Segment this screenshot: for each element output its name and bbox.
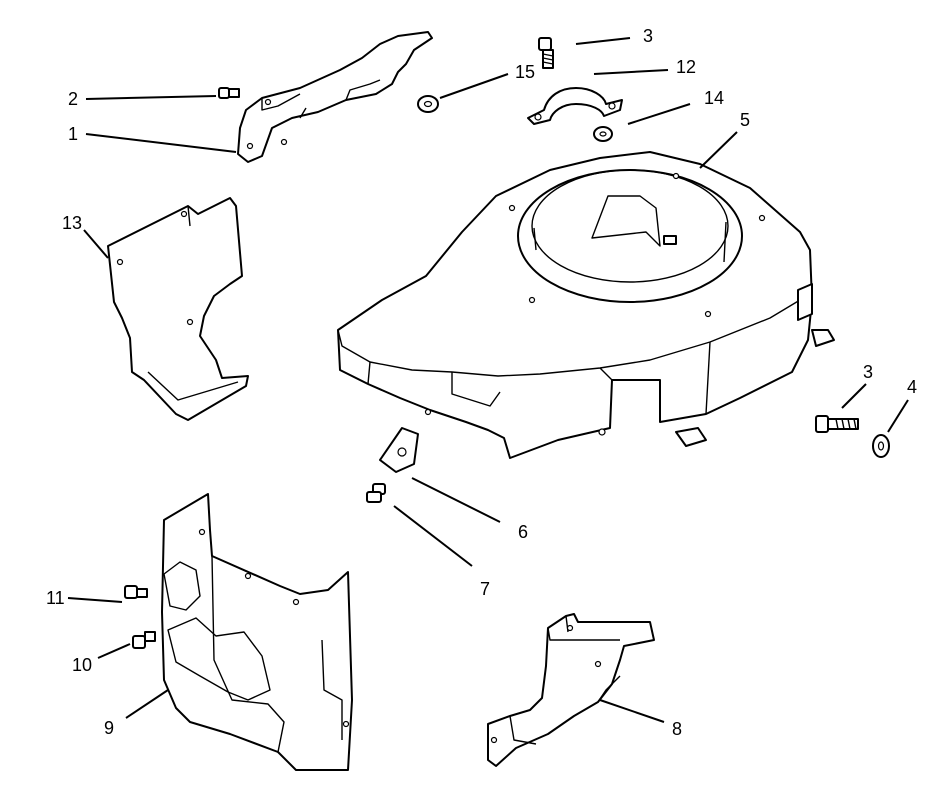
callout-3-right: 3 [863, 362, 873, 382]
leader-5 [699, 131, 738, 169]
callout-11: 11 [46, 588, 65, 608]
leader-6 [411, 477, 501, 523]
part-12-clamp [527, 87, 623, 125]
leader-3-top [575, 37, 631, 45]
leader-3-right [841, 383, 867, 409]
callout-9: 9 [104, 718, 114, 738]
callout-1: 1 [68, 124, 78, 144]
part-13-shroud-panel [107, 197, 249, 421]
part-10-screw [132, 631, 156, 649]
leader-15 [439, 73, 509, 99]
leader-14 [627, 103, 691, 125]
part-15-washer [417, 95, 439, 113]
part-9-lower-shroud [161, 493, 353, 771]
callout-6: 6 [518, 522, 528, 542]
part-3-top-bolt [538, 37, 554, 69]
part-2-screw [218, 87, 240, 99]
part-1-bracket [237, 31, 433, 163]
part-6-clip-nut [379, 427, 419, 473]
part-11-screw [124, 585, 148, 599]
callout-3-top: 3 [643, 26, 653, 46]
callout-15: 15 [515, 62, 535, 82]
leader-7 [393, 505, 473, 567]
leader-4 [887, 399, 909, 433]
callout-8: 8 [672, 719, 682, 739]
callout-14: 14 [704, 88, 724, 108]
leader-1 [85, 133, 237, 153]
part-5-blower-housing [337, 151, 835, 459]
part-14-washer [593, 126, 613, 142]
leader-9 [125, 689, 169, 719]
leader-11 [67, 597, 123, 603]
leader-2 [85, 95, 217, 100]
callout-labels: 1 2 3 15 12 14 5 13 3 4 6 7 11 10 9 8 [46, 26, 917, 739]
leader-lines [67, 37, 909, 723]
leader-12 [593, 69, 669, 75]
leader-8 [599, 699, 665, 723]
part-8-bracket [487, 613, 655, 767]
leader-10 [97, 643, 131, 659]
callout-12: 12 [676, 57, 696, 77]
callout-5: 5 [740, 110, 750, 130]
callout-7: 7 [480, 579, 490, 599]
callout-13: 13 [62, 213, 82, 233]
part-7-screw [366, 483, 386, 503]
part-4-washer [872, 434, 890, 458]
callout-10: 10 [72, 655, 92, 675]
callout-2: 2 [68, 89, 78, 109]
part-3-right-bolt [815, 415, 859, 433]
leader-13 [83, 229, 109, 259]
callout-4: 4 [907, 377, 917, 397]
